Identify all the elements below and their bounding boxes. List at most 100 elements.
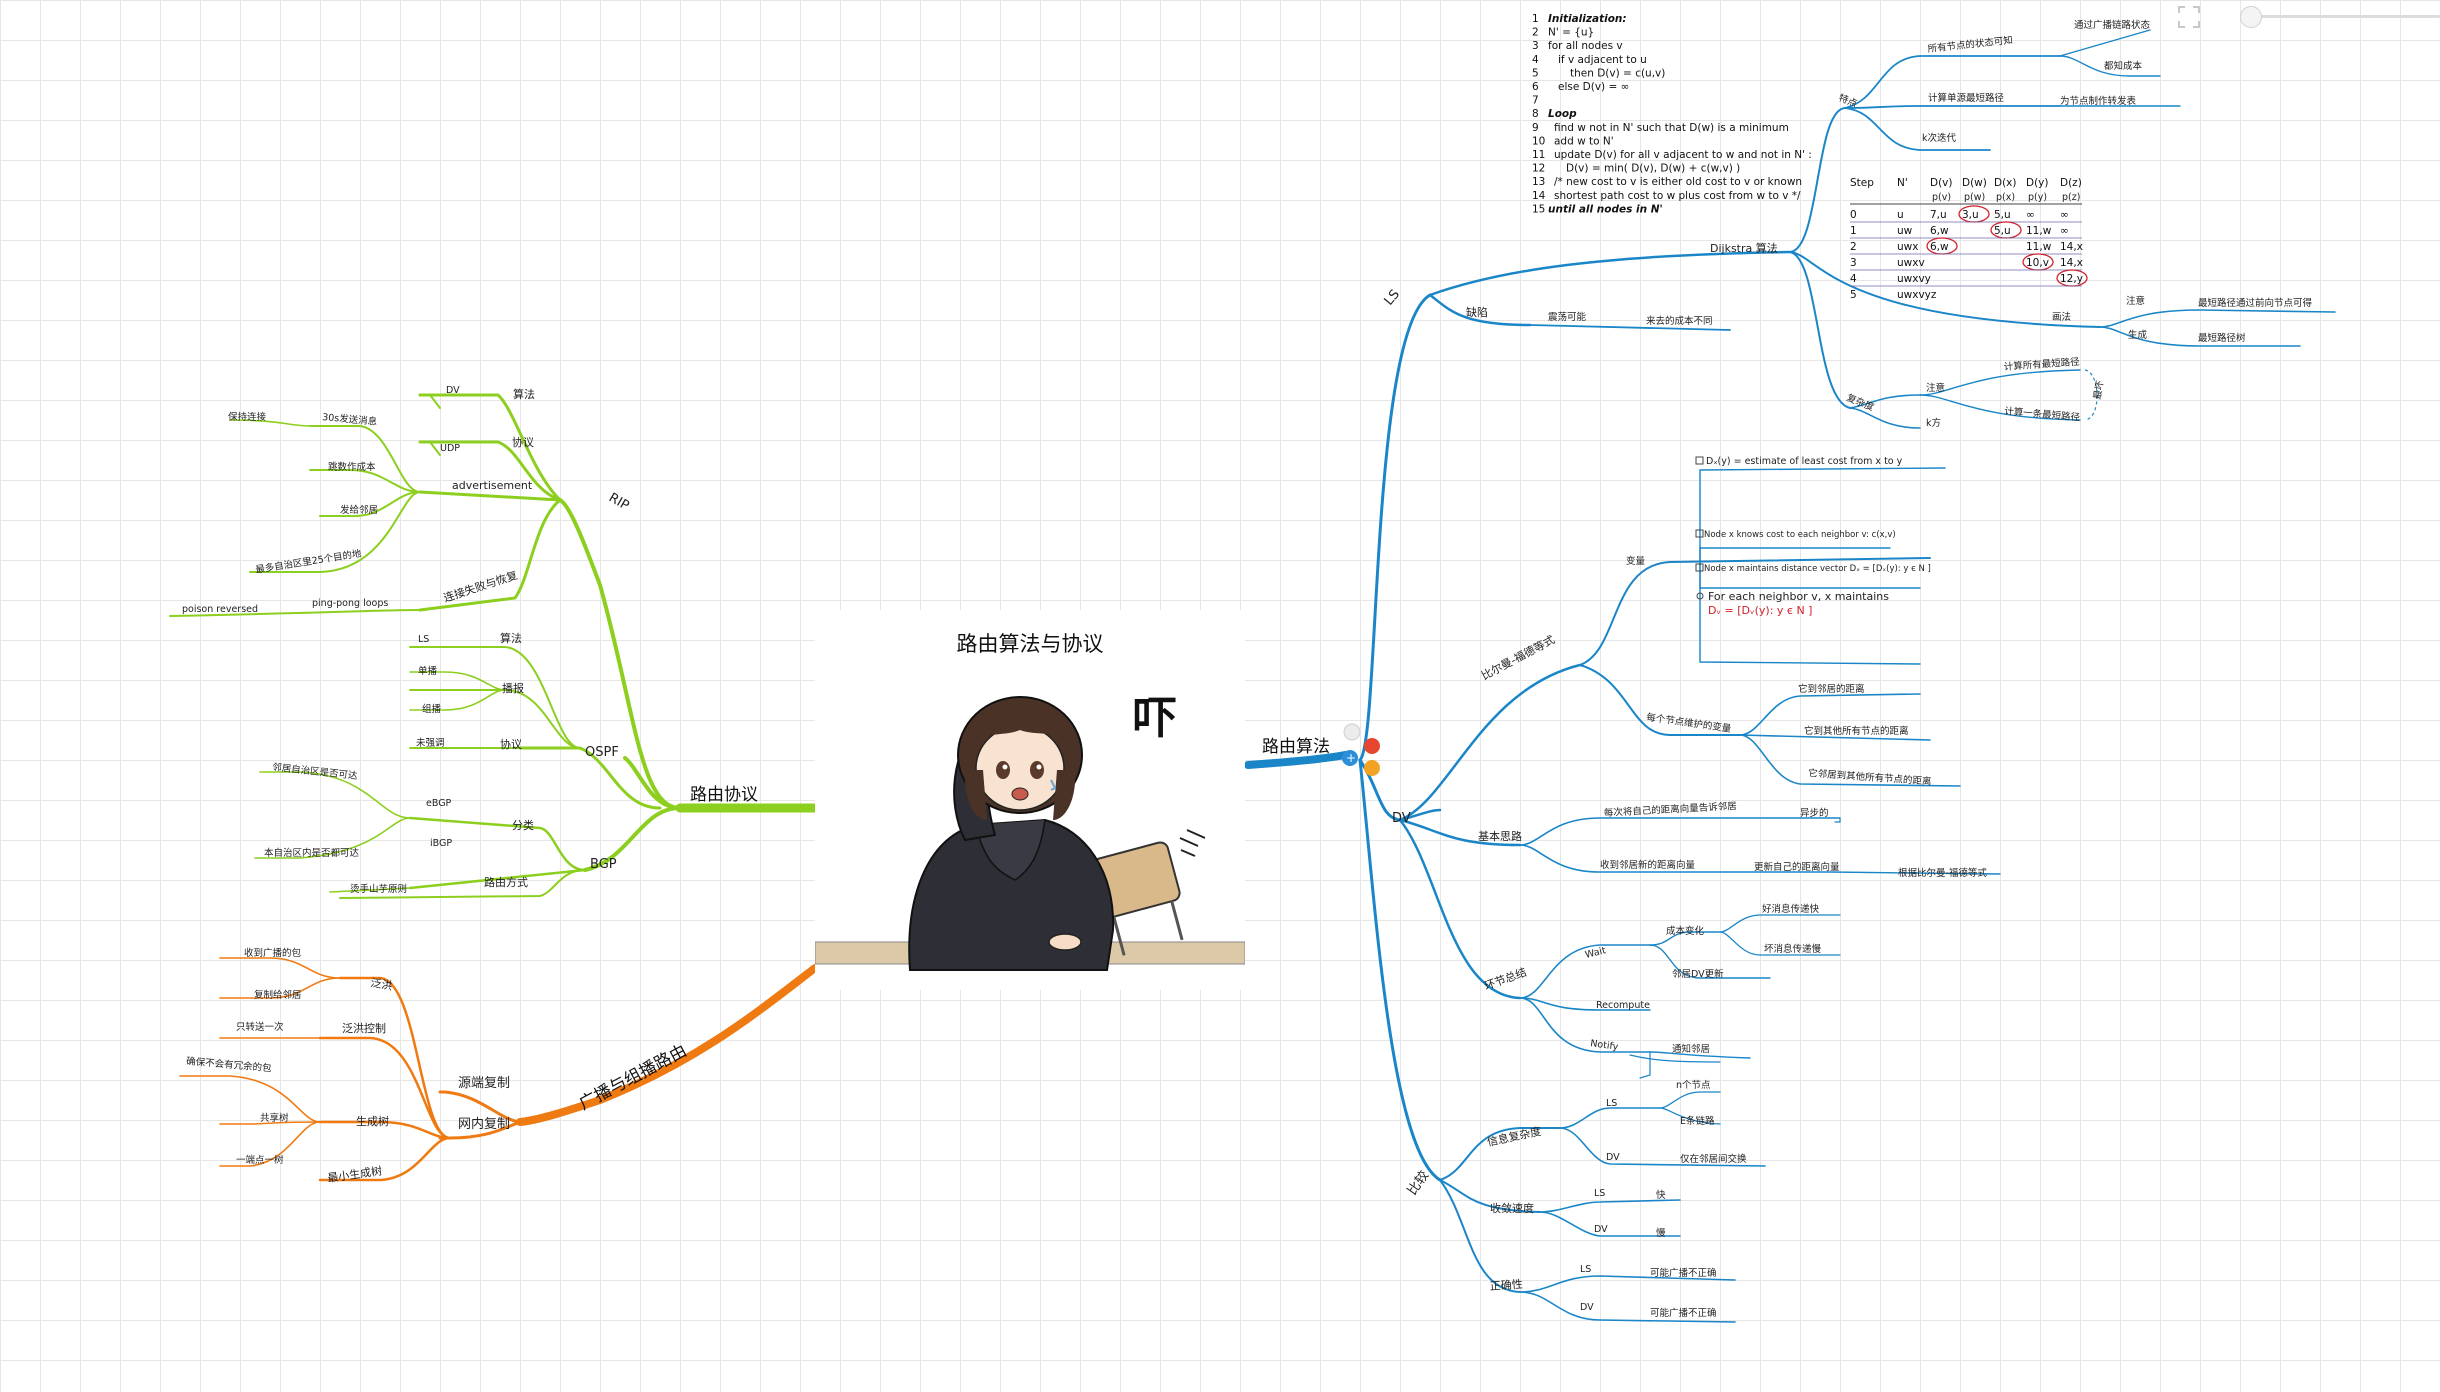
node-bellman-ford[interactable]: 比尔曼-福德等式 bbox=[1479, 632, 1557, 682]
node-cost-change[interactable]: 成本变化 bbox=[1666, 925, 1705, 937]
node-maintained[interactable]: 每个节点维护的变量 bbox=[1646, 711, 1733, 735]
node-var-4[interactable]: Dᵥ = [Dᵥ(y): y є N ] bbox=[1708, 604, 1812, 617]
node-ospf-protocol-value[interactable]: 未强调 bbox=[416, 737, 445, 749]
node-msg-dv[interactable]: DV bbox=[1606, 1152, 1620, 1163]
node-basic-3[interactable]: 更新自己的距离向量 bbox=[1754, 861, 1840, 873]
node-maintained-0[interactable]: 它到邻居的距离 bbox=[1798, 683, 1865, 695]
node-spanning-item-0[interactable]: 确保不会有冗余的包 bbox=[186, 1055, 273, 1074]
node-basic-4[interactable]: 根据比尔曼-福德等式 bbox=[1898, 867, 1987, 879]
node-complexity-bracket[interactable]: 最坏 bbox=[2091, 379, 2106, 400]
node-flooding-item-0[interactable]: 收到广播的包 bbox=[244, 947, 302, 959]
node-robust-dv-value[interactable]: 可能广播不正确 bbox=[1650, 1307, 1717, 1319]
node-adv-item-3[interactable]: 发给邻居 bbox=[340, 504, 378, 516]
node-feature-1[interactable]: 通过广播链路状态 bbox=[2074, 19, 2151, 31]
central-topic-icons[interactable]: + bbox=[1342, 723, 1380, 776]
node-nbr-dv-update[interactable]: 邻居DV更新 bbox=[1672, 968, 1724, 980]
node-flooding[interactable]: 泛洪 bbox=[369, 975, 393, 993]
node-var-3[interactable]: For each neighbor v, x maintains bbox=[1708, 590, 1889, 603]
node-feature-4[interactable]: 为节点制作转发表 bbox=[2060, 95, 2137, 107]
node-good-news[interactable]: 好消息传递快 bbox=[1762, 903, 1820, 915]
node-msg-dv-value[interactable]: 仅在邻居间交换 bbox=[1680, 1153, 1747, 1165]
node-adv-item-1[interactable]: 保持连接 bbox=[228, 411, 267, 423]
node-loop-summary[interactable]: 环节总结 bbox=[1482, 965, 1528, 993]
add-icon[interactable] bbox=[1342, 750, 1358, 766]
marker-yellow-icon[interactable] bbox=[1364, 760, 1380, 776]
node-controlled-flooding[interactable]: 泛洪控制 bbox=[342, 1021, 386, 1035]
node-ospf-broadcast[interactable]: 播报 bbox=[502, 681, 524, 695]
node-robust-ls-value[interactable]: 可能广播不正确 bbox=[1650, 1267, 1717, 1279]
node-msg-ls-1[interactable]: E条链路 bbox=[1680, 1115, 1715, 1127]
node-innet-copy[interactable]: 网内复制 bbox=[458, 1116, 510, 1132]
node-rip-protocol[interactable]: 协议 bbox=[512, 435, 534, 449]
node-basic-2[interactable]: 收到邻居新的距离向量 bbox=[1600, 859, 1696, 871]
node-complexity-item-0[interactable]: 计算所有最短路径 bbox=[2003, 356, 2080, 373]
node-wait[interactable]: Wait bbox=[1584, 945, 1607, 961]
node-ls[interactable]: LS bbox=[1382, 287, 1403, 309]
node-bgp-routing-value[interactable]: 烫手山芋原则 bbox=[350, 883, 407, 895]
node-complexity-k[interactable]: k方 bbox=[1926, 417, 1941, 429]
node-adv-item-0[interactable]: 30s发送消息 bbox=[322, 411, 378, 428]
node-drawing-gen[interactable]: 生成 bbox=[2128, 329, 2148, 341]
node-dijkstra[interactable]: Dijkstra 算法 bbox=[1710, 241, 1778, 255]
zoom-knob[interactable] bbox=[2240, 6, 2262, 28]
node-speed-dv[interactable]: DV bbox=[1594, 1224, 1608, 1235]
node-complexity-note[interactable]: 注意 bbox=[1926, 382, 1945, 394]
node-feature-2[interactable]: 都知成本 bbox=[2104, 60, 2143, 72]
note-icon[interactable] bbox=[1343, 723, 1361, 741]
node-broadcast-multicast[interactable]: 广播与组播路由 bbox=[576, 1041, 690, 1115]
node-rip-algorithm[interactable]: 算法 bbox=[513, 387, 535, 401]
node-rip-algorithm-value[interactable]: DV bbox=[446, 385, 460, 396]
node-ibgp-desc[interactable]: 本自治区内是否都可达 bbox=[264, 847, 360, 859]
central-topic[interactable]: 路由算法与协议 吓 bbox=[815, 610, 1245, 990]
node-spanning-item-2[interactable]: 一端点一树 bbox=[236, 1154, 284, 1166]
node-drawing-gen-value[interactable]: 最短路径树 bbox=[2198, 332, 2246, 344]
node-spanning-item-1[interactable]: 共享树 bbox=[260, 1112, 289, 1124]
node-controlled-value[interactable]: 只转送一次 bbox=[236, 1021, 284, 1033]
node-routing-algorithms[interactable]: 路由算法 bbox=[1262, 737, 1330, 757]
marker-red-icon[interactable] bbox=[1364, 738, 1380, 754]
node-ospf-algorithm[interactable]: 算法 bbox=[500, 631, 522, 645]
node-spanning-tree[interactable]: 生成树 bbox=[356, 1114, 389, 1128]
node-feature-3[interactable]: 计算单源最短路径 bbox=[1928, 92, 2005, 104]
node-oscillation-desc[interactable]: 来去的成本不同 bbox=[1646, 315, 1713, 327]
node-basic[interactable]: 基本思路 bbox=[1478, 829, 1522, 843]
node-robust-ls[interactable]: LS bbox=[1580, 1264, 1591, 1275]
node-rip[interactable]: RIP bbox=[606, 490, 632, 513]
node-bgp-routing[interactable]: 路由方式 bbox=[484, 875, 528, 889]
node-msg-ls[interactable]: LS bbox=[1606, 1098, 1617, 1109]
expand-icon[interactable] bbox=[2176, 4, 2202, 30]
node-var-1[interactable]: Node x knows cost to each neighbor v: c(… bbox=[1704, 530, 1896, 540]
node-speed[interactable]: 收敛速度 bbox=[1490, 1201, 1534, 1215]
node-drawing[interactable]: 画法 bbox=[2052, 311, 2071, 323]
node-ibgp[interactable]: iBGP bbox=[430, 838, 452, 849]
zoom-track[interactable] bbox=[2250, 15, 2440, 18]
node-speed-ls[interactable]: LS bbox=[1594, 1188, 1605, 1199]
node-ospf-multicast[interactable]: 组播 bbox=[422, 703, 442, 715]
node-robust-dv[interactable]: DV bbox=[1580, 1302, 1594, 1313]
node-complexity-item-1[interactable]: 计算一条最短路径 bbox=[2004, 405, 2081, 424]
node-oscillation[interactable]: 震荡可能 bbox=[1548, 311, 1587, 323]
node-speed-dv-value[interactable]: 慢 bbox=[1656, 1227, 1666, 1239]
node-routing-protocols[interactable]: 路由协议 bbox=[690, 785, 758, 805]
node-var-0[interactable]: Dₓ(y) = estimate of least cost from x to… bbox=[1706, 456, 1903, 467]
node-msg-ls-0[interactable]: n个节点 bbox=[1676, 1080, 1711, 1091]
node-bgp[interactable]: BGP bbox=[590, 857, 617, 872]
node-notify[interactable]: Notify bbox=[1590, 1038, 1620, 1053]
node-speed-ls-value[interactable]: 快 bbox=[1656, 1189, 1666, 1201]
node-dv[interactable]: DV bbox=[1392, 811, 1411, 826]
zoom-slider[interactable] bbox=[2240, 6, 2440, 28]
node-feature-0[interactable]: 所有节点的状态可知 bbox=[1927, 34, 2013, 55]
node-drawing-note-value[interactable]: 最短路径通过前向节点可得 bbox=[2198, 297, 2313, 309]
node-bgp-classification[interactable]: 分类 bbox=[512, 818, 534, 832]
node-ebgp-desc[interactable]: 邻居自治区是否可达 bbox=[272, 761, 359, 782]
node-recompute[interactable]: Recompute bbox=[1596, 1000, 1650, 1011]
node-basic-0[interactable]: 每次将自己的距离向量告诉邻居 bbox=[1604, 800, 1737, 819]
node-bad-news[interactable]: 坏消息传递慢 bbox=[1764, 943, 1822, 955]
node-ebgp[interactable]: eBGP bbox=[426, 798, 452, 809]
node-feature-5[interactable]: k次迭代 bbox=[1922, 132, 1957, 144]
node-maintained-1[interactable]: 它到其他所有节点的距离 bbox=[1804, 725, 1909, 737]
node-basic-1[interactable]: 异步的 bbox=[1800, 807, 1829, 819]
node-rip-protocol-value[interactable]: UDP bbox=[440, 443, 460, 454]
node-flooding-item-1[interactable]: 复制给邻居 bbox=[254, 989, 302, 1001]
node-pingpong[interactable]: ping-pong loops bbox=[312, 598, 388, 609]
